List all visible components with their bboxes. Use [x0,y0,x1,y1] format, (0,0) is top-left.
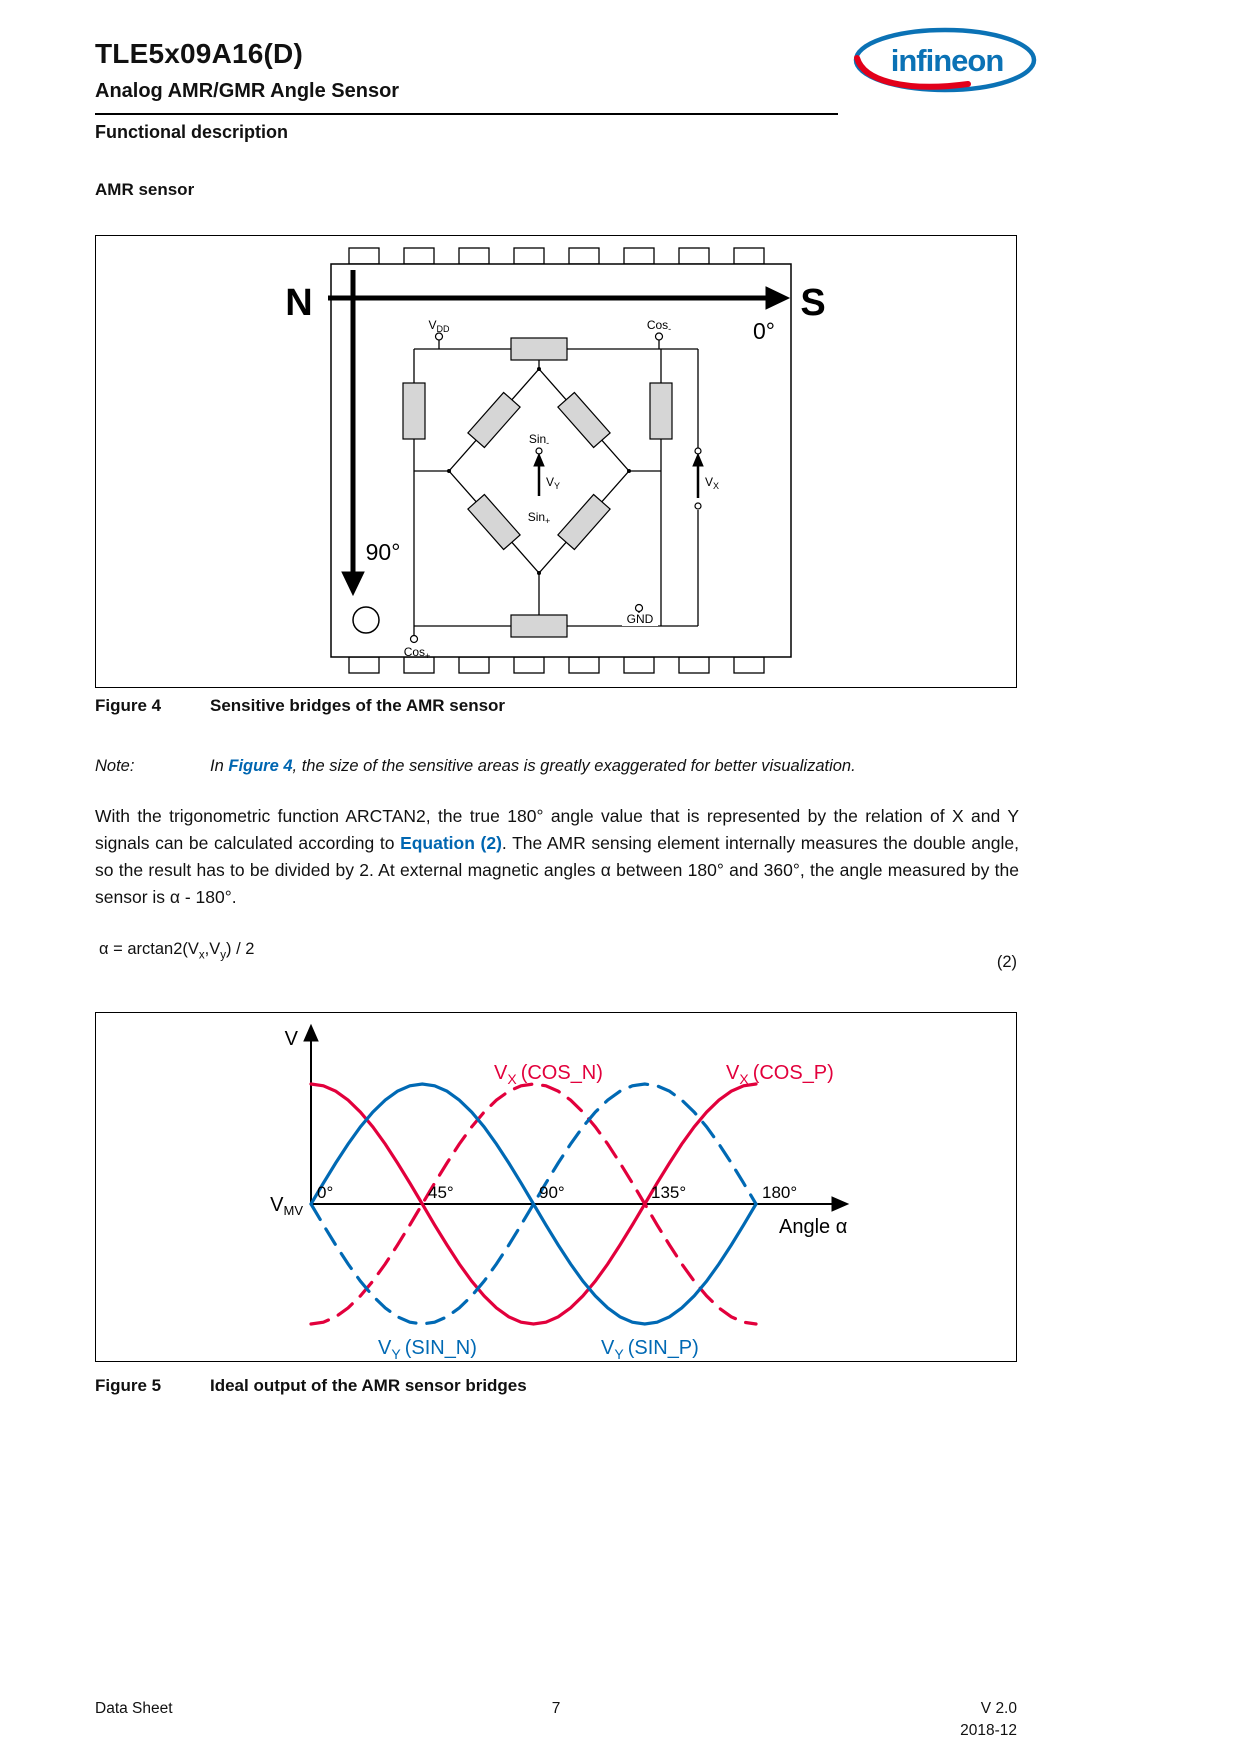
figure4-frame: N S 0° 90° VDD Cos- Sin- Sin+ VY VX GND … [95,235,1017,688]
tick-135: 135° [651,1183,686,1202]
figure4-caption-label: Figure 4 [95,696,162,715]
page-subtitle: Analog AMR/GMR Angle Sensor [95,80,400,102]
equation-number: (2) [996,953,1017,971]
series-label-cos-n: VX(COS_N) [494,1062,603,1087]
x-axis-label: Angle α [779,1216,847,1238]
package-pins-top [348,247,765,265]
cos-pos-label: Cos+ [404,645,431,661]
footer-date: 2018-12 [960,1722,1017,1739]
vx-label: VX [705,475,719,491]
logo-text: infineon [891,43,1004,78]
equation2-link[interactable]: Equation (2) [400,833,502,853]
body-paragraph: With the trigonometric function ARCTAN2,… [95,803,1019,911]
series-label-sin-n: VY(SIN_N) [378,1337,477,1359]
package-pins-bottom [348,656,765,674]
figure4-caption: Figure 4 Sensitive bridges of the AMR se… [95,696,1017,716]
vdd-label: VDD [428,318,450,334]
note-label: Note: [95,757,135,775]
equation-part: ,V [204,940,221,958]
figure5-frame: V VMV Angle α 0° 45° 90° 135° 180° VX(CO… [95,1012,1017,1362]
gnd-label: GND [627,612,654,626]
pin1-marker [352,606,380,634]
curve-VX (COS_N) [309,1082,758,1326]
x-tick-labels: 0° 45° 90° 135° 180° [317,1183,797,1202]
y-axis-label: V [285,1028,299,1050]
angle-0-label: 0° [753,318,775,344]
section-title: Functional description [95,122,289,142]
vy-label: VY [546,475,560,491]
page-title: TLE5x09A16(D) [95,38,304,69]
series-label-cos-p: VX(COS_P) [726,1062,834,1087]
equation-sub-y: y [220,949,227,962]
equation-part: ) / 2 [226,940,255,958]
tick-45: 45° [428,1183,454,1202]
paragraph-pre: With the trigonometric function ARCTAN2,… [95,806,1019,853]
chart-axes [303,1023,850,1212]
field-arrow-right-head [765,286,791,310]
note-row: Note: In Figure 4, the size of the sensi… [95,757,1017,776]
north-label: N [285,282,312,324]
figure4-caption-text: Sensitive bridges of the AMR sensor [210,696,506,715]
tick-180: 180° [762,1183,797,1202]
paragraph-post: . The AMR sensing element internally mea… [95,833,1019,907]
series-label-sin-p: VY(SIN_P) [601,1337,699,1359]
bridge-resistors [402,337,673,638]
tick-90: 90° [539,1183,565,1202]
equation-sub-x: x [198,949,205,962]
chart-series [309,1082,758,1326]
infineon-logo: infineon [853,27,1037,93]
package-body [330,263,792,658]
x-axis-arrowhead [831,1196,850,1212]
subsection-title: AMR sensor [95,180,195,199]
figure4-diagram: N S 0° 90° VDD Cos- Sin- Sin+ VY VX GND … [285,247,826,674]
figure5-chart: V VMV Angle α 0° 45° 90° 135° 180° VX(CO… [270,1023,850,1362]
logo-swoosh [854,55,971,90]
equation-part: α = arctan2(V [99,940,199,958]
y-axis-arrowhead [303,1023,319,1042]
cos-neg-label: Cos- [647,318,671,334]
curve-VY (SIN_N) [309,1082,758,1326]
figure5-caption-text: Ideal output of the AMR sensor bridges [210,1376,527,1395]
equation-2: α = arctan2(Vx,Vy) / 2 [99,940,254,961]
gnd-label-bg [622,613,658,626]
terminal-circles [409,332,702,644]
curve-VX (COS_P) [309,1082,758,1326]
sin-neg-label: Sin- [529,432,549,448]
south-label: S [800,282,825,324]
sin-pos-label: Sin+ [528,510,551,526]
note-text: In Figure 4, the size of the sensitive a… [210,757,856,776]
vmv-label: VMV [270,1194,303,1218]
footer-version: V 2.0 [980,1700,1017,1717]
footer-page-number: 7 [551,1700,561,1717]
field-arrows [328,270,791,597]
output-arrows [533,452,704,498]
figure5-caption-label: Figure 5 [95,1376,162,1395]
curve-VY (SIN_P) [309,1082,758,1326]
figure4-link[interactable]: Figure 4 [228,757,293,775]
tick-0: 0° [317,1183,333,1202]
field-arrow-down-head [341,571,365,597]
note-pre: In [210,757,229,775]
header-rule [95,113,838,115]
figure5-caption: Figure 5 Ideal output of the AMR sensor … [95,1376,1017,1396]
angle-90-label: 90° [366,539,401,565]
junction-dots [447,367,631,575]
note-post: , the size of the sensitive areas is gre… [292,757,856,775]
footer-doc-type: Data Sheet [95,1700,173,1717]
